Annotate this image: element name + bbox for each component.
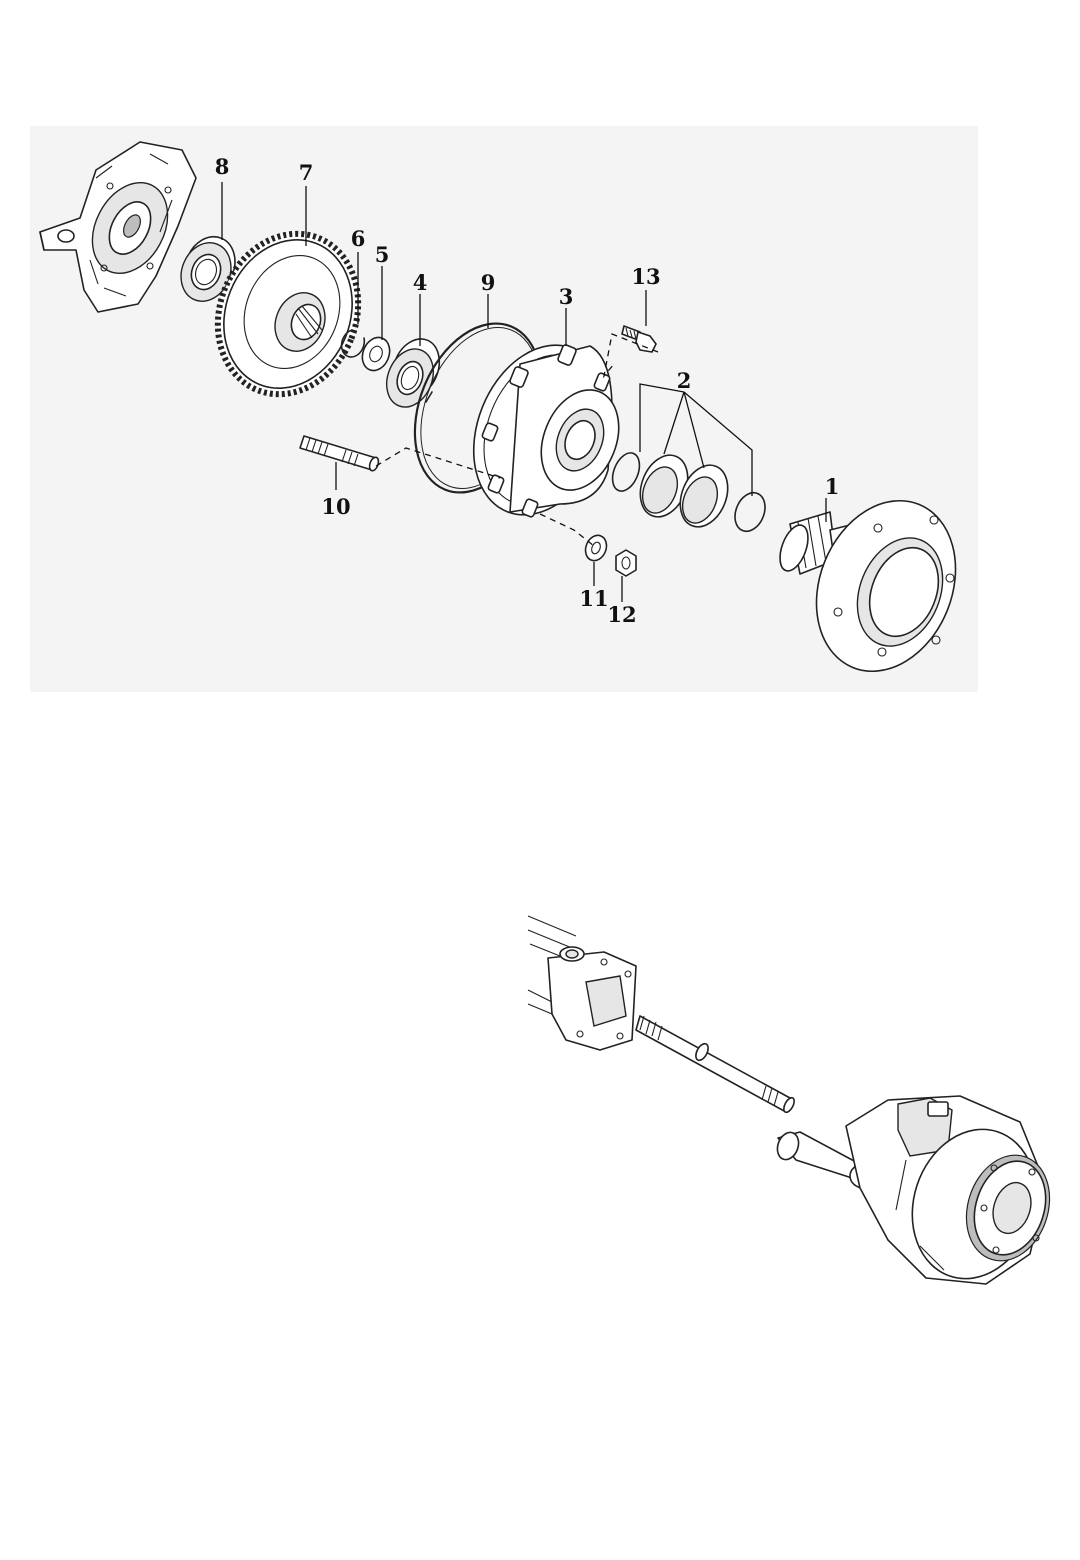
- callout-3: 3: [559, 284, 574, 309]
- callout-6: 6: [351, 226, 366, 251]
- callout-7: 7: [299, 160, 314, 185]
- callout-8: 8: [215, 154, 230, 179]
- callout-4: 4: [413, 270, 428, 295]
- callout-13: 13: [631, 264, 660, 289]
- final-drive-assembly: [774, 1096, 1063, 1295]
- callout-12: 12: [607, 602, 636, 627]
- callout-10: 10: [321, 494, 350, 519]
- axle-housing: [528, 916, 636, 1050]
- callout-11: 11: [579, 586, 608, 611]
- callout-5: 5: [375, 242, 390, 267]
- callout-1: 1: [825, 474, 840, 499]
- locator-view: [528, 916, 1063, 1295]
- nut-12: [616, 550, 636, 576]
- drive-shaft: [636, 1016, 796, 1114]
- callout-9: 9: [481, 270, 496, 295]
- callout-2: 2: [677, 368, 692, 393]
- exploded-view: 8 7 6 5 4 9 3 13 2 1 10 11 12: [30, 126, 980, 692]
